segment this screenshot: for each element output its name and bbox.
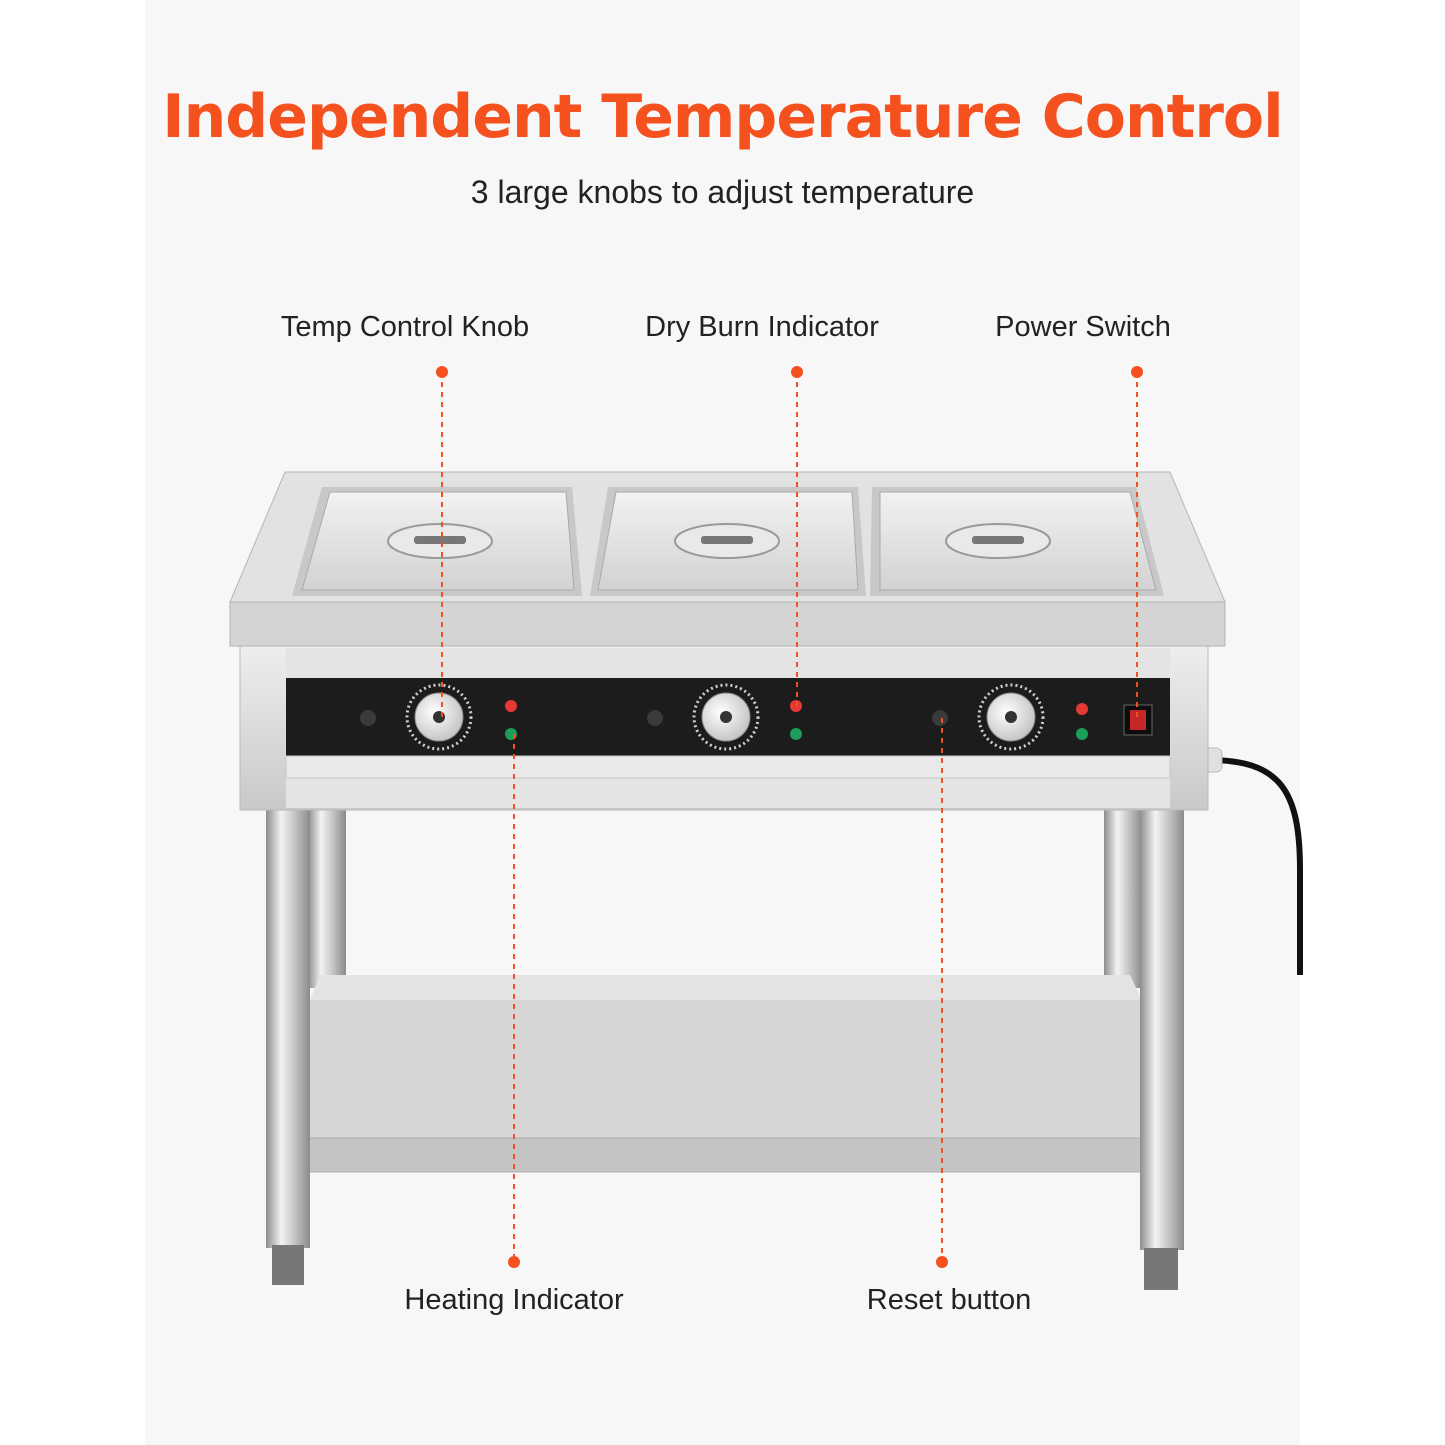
lower-shelf-front (303, 1137, 1147, 1173)
work-indicator-middle (790, 728, 802, 740)
callout-temp-control-knob: Temp Control Knob (280, 311, 530, 343)
reset-button-right (932, 710, 948, 726)
reset-button-middle (647, 710, 663, 726)
top-front-edge (229, 601, 1226, 647)
callout-power-switch: Power Switch (995, 311, 1171, 343)
pan-lid-middle (590, 487, 866, 596)
work-indicator-right (1076, 728, 1088, 740)
reset-button-left (360, 710, 376, 726)
power-indicator-left (505, 700, 517, 712)
lower-shelf-top (310, 975, 1142, 1000)
power-switch (1123, 704, 1153, 736)
foot-front-right (1144, 1248, 1178, 1290)
work-indicator-left (505, 728, 517, 740)
dot-dry-burn-indicator (791, 366, 803, 378)
temp-knob-right (977, 683, 1045, 751)
dot-power-switch (1131, 366, 1143, 378)
drip-trim (285, 755, 1171, 779)
page-title: Independent Temperature Control (162, 82, 1283, 152)
dot-temp-control-knob (436, 366, 448, 378)
callout-heating-indicator: Heating Indicator (404, 1284, 624, 1316)
lower-shelf-body (306, 1000, 1144, 1140)
temp-knob-middle (692, 683, 760, 751)
callout-reset-button: Reset button (866, 1284, 1032, 1316)
dot-reset-button (936, 1256, 948, 1268)
leg-front-right (1140, 808, 1184, 1250)
leg-front-left (266, 808, 310, 1248)
callout-lines (436, 366, 1143, 1268)
foot-front-left (272, 1245, 304, 1285)
power-cord (1207, 757, 1303, 975)
pan-lid-left (292, 487, 582, 596)
power-indicator-right (1076, 703, 1088, 715)
leg-back-left (308, 808, 346, 988)
leg-back-right (1104, 808, 1142, 988)
temp-knob-left (405, 683, 473, 751)
dot-heating-indicator (508, 1256, 520, 1268)
callout-dry-burn-indicator: Dry Burn Indicator (645, 311, 879, 343)
pan-lid-right (870, 487, 1164, 596)
page-subtitle: 3 large knobs to adjust temperature (470, 174, 975, 210)
